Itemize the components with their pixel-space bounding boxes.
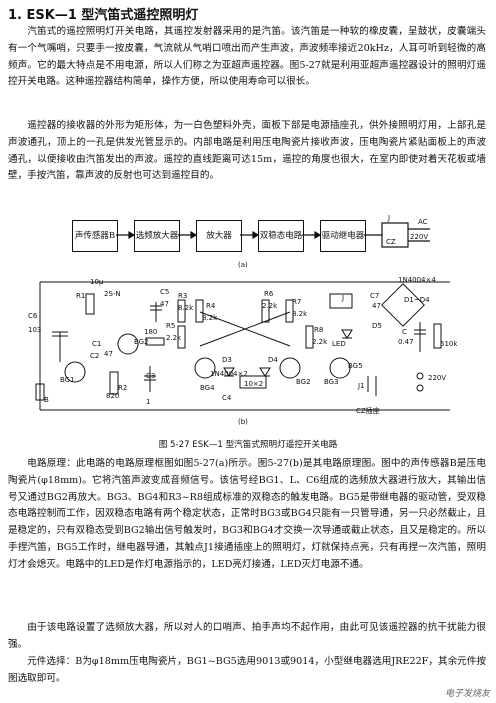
label-c2: C2 xyxy=(90,352,100,360)
label-r3: R3 xyxy=(178,292,188,300)
label-510k: 510k xyxy=(440,340,458,348)
relay-j-label: J xyxy=(388,214,391,222)
label-j: J xyxy=(342,294,345,302)
label-2.2k-c: 2.2k xyxy=(312,338,328,346)
label-8.2k-b: 8.2k xyxy=(202,314,218,322)
component-selection: 元件选择：B为φ18mm压电陶瓷片，BG1~BG5选用9013或9014，小型继… xyxy=(8,656,486,684)
label-bg4: BG4 xyxy=(200,384,215,392)
label-2.2k-a: 2.2k xyxy=(166,334,182,342)
label-10x2: 10×2 xyxy=(244,380,264,388)
label-c: C xyxy=(402,328,407,336)
label-r1: R1 xyxy=(76,292,86,300)
label-bg3: BG3 xyxy=(324,378,339,386)
anti-interference-note: 由于该电路设置了选频放大器，所以对人的口哨声、拍手声均不起作用，由此可见该遥控器… xyxy=(8,622,486,650)
label-180: 180 xyxy=(144,328,158,336)
label-103: 103 xyxy=(28,326,42,334)
label-cz-socket: CZ插座 xyxy=(356,407,380,415)
label-1n4004x4: 1N4004×4 xyxy=(398,276,436,284)
label-47c: 47 xyxy=(372,302,381,310)
label-c5: C5 xyxy=(160,288,170,296)
label-r8: R8 xyxy=(314,326,324,334)
label-r6: R6 xyxy=(264,290,274,298)
block-relay-driver: 驱动继电器 xyxy=(320,220,366,252)
label-c3: C3 xyxy=(146,372,156,380)
ac-label: AC xyxy=(418,218,428,226)
label-10u: 10μ xyxy=(90,278,104,286)
block-sensor: 声传感器B xyxy=(72,220,118,252)
label-8.2k-c: 8.2k xyxy=(292,310,308,318)
sub-label-a: (a) xyxy=(238,261,248,269)
label-c7: C7 xyxy=(370,292,380,300)
label-220v: 220V xyxy=(428,374,447,382)
watermark: 电子发烧友 xyxy=(444,689,490,699)
intro-paragraph-1: 汽笛式的遥控照明灯开关电路，其遥控发射器采用的是汽笛。该汽笛是一种软的橡皮囊，呈… xyxy=(8,26,486,88)
label-led: LED xyxy=(332,340,346,348)
label-c4: C4 xyxy=(222,394,232,402)
label-r4: R4 xyxy=(206,302,216,310)
circuit-principle: 电路原理：此电路的电路原理框图如图5-27(a)所示。图5-27(b)是其电路原… xyxy=(8,458,486,570)
label-c1: C1 xyxy=(92,340,102,348)
label-r2: R2 xyxy=(118,384,128,392)
label-j1: J1 xyxy=(358,382,365,390)
label-8.2k-a: 8.2k xyxy=(178,304,194,312)
label-820: 820 xyxy=(106,392,120,400)
label-c6: C6 xyxy=(28,312,38,320)
label-r7: R7 xyxy=(292,298,302,306)
ac-voltage-label: 220V xyxy=(410,233,429,241)
figure-caption: 图 5-27 ESK—1 型汽笛式照明灯遥控开关电路 xyxy=(158,440,338,450)
label-bg2b: BG2 xyxy=(296,378,311,386)
label-r5: R5 xyxy=(166,322,176,330)
page-title: 1. ESK—1 型汽笛式遥控照明灯 xyxy=(8,8,199,23)
label-0.47: 0.47 xyxy=(398,338,414,346)
label-1n4004x2: 1N4004×2 xyxy=(210,370,248,378)
label-2sn: 2S-N xyxy=(104,290,121,298)
label-d1-d4: D1~D4 xyxy=(404,296,430,304)
block-amp: 放大器 xyxy=(196,220,242,252)
label-47b: 47 xyxy=(160,300,169,308)
intro-paragraph-2: 遥控器的接收器的外形为矩形体，为一白色塑料外壳，面板下部是电源插座孔，供外接照明… xyxy=(8,120,486,182)
label-2.2k-b: 2.2k xyxy=(262,302,278,310)
label-47a: 47 xyxy=(104,350,113,358)
label-bg2a: BG2 xyxy=(134,338,149,346)
label-bg5: BG5 xyxy=(348,362,363,370)
label-bg1: BG1 xyxy=(60,376,75,384)
block-selective-amp: 选频放大器 xyxy=(134,220,180,252)
label-1: 1 xyxy=(146,398,151,406)
label-d3: D3 xyxy=(222,356,232,364)
label-b: B xyxy=(44,396,49,404)
schematic-wires xyxy=(35,281,450,411)
label-d5: D5 xyxy=(372,322,382,330)
relay-cz-label: CZ xyxy=(386,238,396,246)
block-bistable: 双稳态电路 xyxy=(258,220,304,252)
sub-label-b: (b) xyxy=(238,418,248,426)
label-d4: D4 xyxy=(268,356,278,364)
block-diagram-wires xyxy=(116,222,430,248)
